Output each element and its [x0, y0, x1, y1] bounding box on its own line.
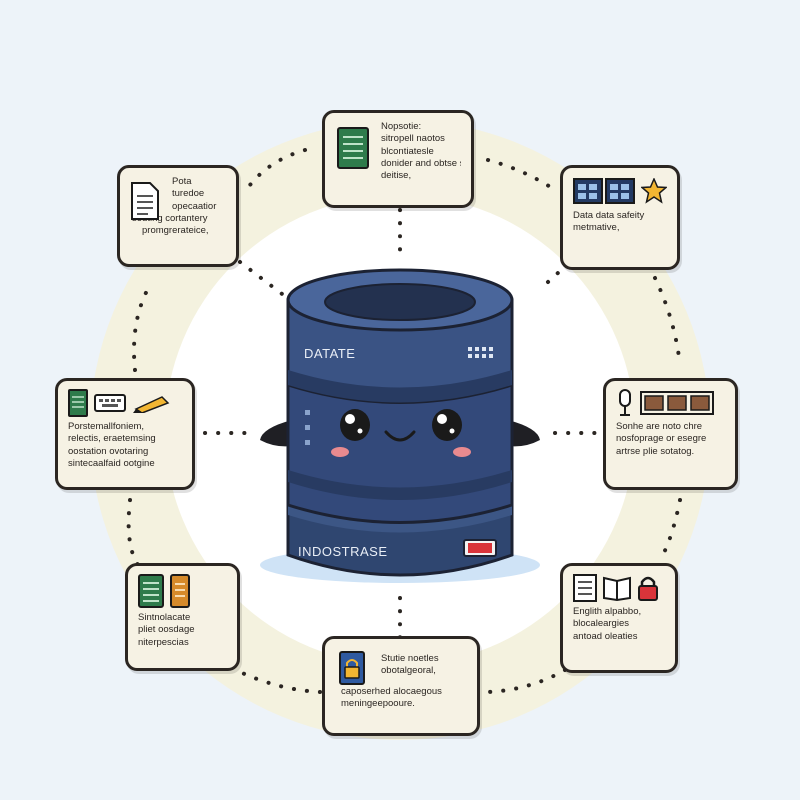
card-top-line-4: donider and obtse sefrory — [381, 158, 461, 170]
card-bottom-line-1: Stutie noetles — [381, 653, 439, 664]
card-top-right-line-2: metmative, — [573, 222, 620, 234]
spreadsheet-icon — [138, 574, 164, 608]
card-top-line-5: deitise, — [381, 170, 412, 182]
card-top-left-line-3: opecaatior — [172, 200, 217, 212]
lock-book-icon — [339, 651, 365, 685]
star-icon — [641, 178, 667, 204]
card-bottom-line-3 — [381, 678, 467, 686]
spreadsheet-icon — [68, 389, 88, 417]
pencil-icon — [133, 396, 170, 413]
card-bottom-left-line-1: Sintnolacate — [138, 612, 191, 623]
info-card-top-right: Data data safeity metmative, — [560, 165, 680, 270]
card-bottom-line-5: meningeepooure. — [341, 698, 415, 710]
card-top-right-icons — [573, 176, 667, 206]
card-top-left-line-1: Pota — [172, 176, 192, 187]
card-top-line-1: Nopsotie: — [381, 121, 422, 132]
info-card-mid-right: Sonhe are noto chre nosfoprage or esegre… — [603, 378, 738, 490]
card-mid-right-line-2: nosfoprage or esegre — [616, 433, 707, 445]
card-top-left-line-2: turedoe — [172, 188, 205, 200]
card-mid-right-line-1: Sonhe are noto chre — [616, 421, 703, 432]
card-bottom-line-2: obotalgeoral, — [381, 665, 436, 677]
card-mid-left-line-2: relectis, eraetemsing — [68, 433, 156, 445]
card-bottom-left-line-3: niterpescias — [138, 636, 189, 648]
card-top-left-line-4: sodting cortantery — [132, 213, 208, 225]
lock-icon — [638, 576, 658, 601]
card-bottom-line-4: caposerhed alocaegous — [341, 685, 442, 697]
card-bottom-right-line-2: blocaleargies — [573, 618, 629, 630]
file-icon — [170, 574, 190, 608]
card-bottom-right-line-1: Englith alpabbo, — [573, 606, 642, 617]
card-mid-right-line-3: artrse plie sotatog. — [616, 445, 695, 457]
card-top-line-3: blcontiatesle — [381, 145, 434, 157]
info-card-bottom: Stutie noetles obotalgeoral, caposerhed … — [322, 636, 480, 736]
document-icon — [573, 574, 597, 602]
card-mid-right-icons — [616, 389, 725, 417]
card-bottom-right-icons — [573, 574, 665, 602]
info-card-mid-left: Porstemallfoniem, relectis, eraetemsing … — [55, 378, 195, 490]
spreadsheet-icon — [337, 127, 369, 169]
card-mid-left-line-3: oostation ovotaring — [68, 445, 149, 457]
card-top-right-line-1: Data data safeity — [573, 210, 645, 221]
card-top-left-line-5: promgrerateice, — [142, 225, 209, 237]
card-bottom-left-icons — [138, 574, 227, 608]
microphone-icon — [619, 389, 631, 416]
keyboard-icon — [94, 394, 126, 412]
database-bottom-label: INDOSTRASE — [298, 544, 388, 559]
card-mid-left-icons — [68, 389, 182, 417]
info-card-top: Nopsotie: sitropell naotos blcontiatesle… — [322, 110, 474, 208]
database-top-label: DATATE — [304, 346, 356, 361]
card-mid-left-line-1: Porstemallfoniem, — [68, 421, 145, 432]
card-bottom-right-line-3: antoad oleaties — [573, 630, 638, 642]
film-strip-icon — [640, 391, 714, 415]
card-mid-left-line-4: sintecaalfaid ootgine — [68, 458, 155, 470]
info-card-bottom-right: Englith alpabbo, blocaleargies antoad ol… — [560, 563, 678, 673]
server-rack-icon — [573, 178, 635, 204]
document-icon — [131, 182, 159, 220]
card-top-line-2: sitropell naotos — [381, 133, 445, 145]
card-bottom-left-line-2: pliet oosdage — [138, 624, 195, 636]
info-card-top-left: Pota turedoe opecaatior sodting cortante… — [117, 165, 239, 267]
book-icon — [603, 576, 631, 601]
info-card-bottom-left: Sintnolacate pliet oosdage niterpescias — [125, 563, 240, 671]
